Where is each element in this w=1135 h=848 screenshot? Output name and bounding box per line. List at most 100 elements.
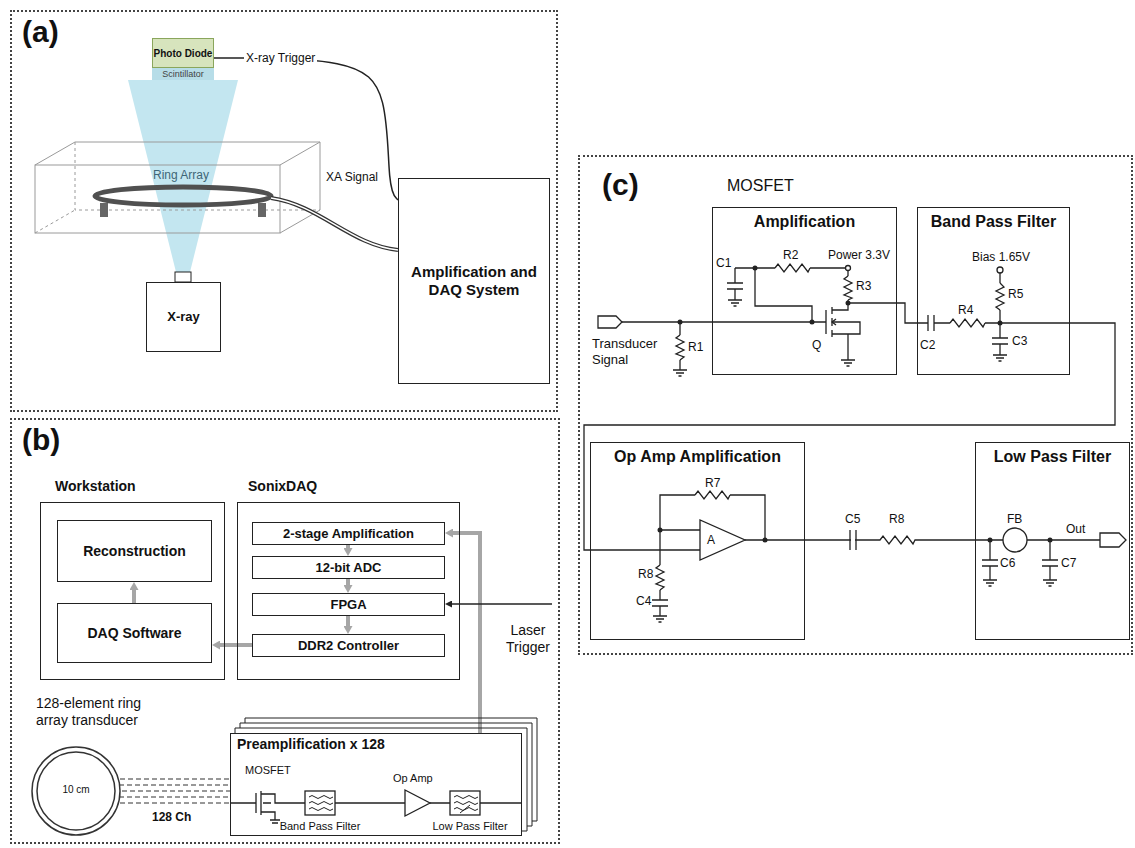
x-ray-nozzle <box>175 272 191 282</box>
heading: MOSFET <box>727 176 794 195</box>
circuit-block: Op Amp Amplification <box>590 442 805 640</box>
workstation-box: WorkstationReconstructionDAQ Software <box>40 502 225 680</box>
band-pass-wires <box>917 267 1070 361</box>
part-name: Band Pass Filter <box>275 820 365 833</box>
low-pass-wires <box>1003 528 1027 552</box>
x-ray-source: X-ray <box>146 282 221 352</box>
water-tank <box>35 165 280 233</box>
op-amp-wires <box>590 491 805 622</box>
mosfet-stage-wires <box>775 264 810 272</box>
low-pass-wires <box>1100 533 1126 547</box>
part-name: MOSFET <box>245 764 291 777</box>
flow-arrow <box>453 533 480 733</box>
box-label: Amplification and DAQ System <box>399 263 549 299</box>
component-label: R2 <box>783 248 798 262</box>
laser-trigger-arrow <box>452 604 552 605</box>
heading: Workstation <box>55 478 136 495</box>
preamp-symbols <box>309 796 333 811</box>
flow-arrow <box>346 579 350 585</box>
stacked-boards <box>235 728 527 831</box>
junction-dot <box>846 301 851 306</box>
signal-name: Laser Trigger <box>500 622 556 656</box>
water-tank <box>35 142 320 233</box>
component-label: C3 <box>1012 334 1027 348</box>
component-label: FB <box>1007 512 1022 526</box>
component-label: R3 <box>856 279 871 293</box>
preamp-symbols <box>305 791 335 815</box>
op-amp-wires <box>660 495 805 540</box>
xa-signal-cable <box>271 198 398 250</box>
coupling-parts <box>878 533 917 547</box>
band-pass-wires <box>950 319 985 327</box>
process-box: 12-bit ADC <box>252 556 445 579</box>
channel-cable <box>119 779 230 803</box>
component-label: C1 <box>716 256 731 270</box>
component-label: A <box>707 533 715 547</box>
mosfet-stage-wires <box>735 268 848 310</box>
ring-array <box>95 187 271 205</box>
stacked-boards <box>235 718 537 831</box>
process-box: Reconstruction <box>57 520 212 582</box>
mosfet-stage-wires <box>826 307 860 366</box>
panel: (a) Photo DiodeScintillatorX-ray Amplifica… <box>10 10 558 412</box>
process-box: DAQ Software <box>57 603 212 663</box>
x-ray-beam <box>128 80 238 272</box>
junction-dot <box>658 266 1053 543</box>
channel-cable <box>122 790 230 791</box>
circuit-block: Low Pass Filter <box>975 442 1130 640</box>
component-label: R8 <box>889 512 904 526</box>
ring-transducer: 128-element ring array transducer10 cm <box>30 745 122 837</box>
op-amp-wires <box>700 520 745 560</box>
ring-array <box>100 203 108 217</box>
preamp-symbols <box>230 791 522 823</box>
box-label: FPGA <box>330 597 366 613</box>
band-pass-wires <box>997 267 1003 273</box>
heading: (c) <box>602 167 639 203</box>
heading: Band Pass Filter <box>918 212 1069 231</box>
box-label: DAQ Software <box>87 625 181 642</box>
channel-cable <box>119 779 230 803</box>
x-ray-nozzle <box>175 272 191 282</box>
low-pass-wires <box>982 540 998 586</box>
low-pass-wires <box>1042 540 1058 586</box>
preamp-symbols <box>405 790 430 816</box>
mosfet-stage-wires <box>676 335 684 360</box>
edge-label: X-ray Trigger <box>244 51 317 65</box>
op-amp-wires <box>695 491 730 499</box>
coupling-parts <box>878 536 917 544</box>
flow-arrow <box>346 545 350 548</box>
heading: SonixDAQ <box>248 478 317 495</box>
ring-label: Ring Array <box>153 168 209 182</box>
op-amp-wires <box>652 530 668 622</box>
edge-label: 128 Ch <box>150 810 193 824</box>
ring-array <box>258 203 266 217</box>
process-box: DDR2 Controller <box>252 634 445 657</box>
coupling-parts <box>850 530 856 550</box>
heading: Op Amp Amplification <box>591 447 804 466</box>
part-name: Op Amp <box>393 772 433 785</box>
box-label: Scintillator <box>162 70 204 79</box>
box-label: X-ray <box>167 309 200 325</box>
box-label: Photo Diode <box>154 48 213 59</box>
panel: (c)MOSFETAmplificationBand Pass FilterOp… <box>578 155 1133 655</box>
heading: 128-element ring array transducer <box>36 695 161 729</box>
signal-name: Out <box>1066 522 1085 536</box>
preamp-symbols <box>230 790 522 823</box>
daq-system-box: Amplification and DAQ System <box>398 178 550 384</box>
mosfet-stage-wires <box>832 319 836 325</box>
box-label: 10 cm <box>30 784 122 796</box>
component-label: C4 <box>636 594 651 608</box>
water-tank <box>35 142 320 233</box>
heading: (a) <box>22 14 59 50</box>
component-label: R4 <box>958 303 973 317</box>
box-label: DDR2 Controller <box>298 638 399 654</box>
circuit-block: Band Pass Filter <box>917 207 1070 375</box>
supply-label: Bias 1.65V <box>972 250 1030 264</box>
signal-name: XA Signal <box>326 170 378 184</box>
band-pass-wires <box>996 283 1004 310</box>
heading: (b) <box>22 422 60 458</box>
part-name: Low Pass Filter <box>428 820 512 833</box>
scintillator-strip: Scintillator <box>152 68 214 80</box>
